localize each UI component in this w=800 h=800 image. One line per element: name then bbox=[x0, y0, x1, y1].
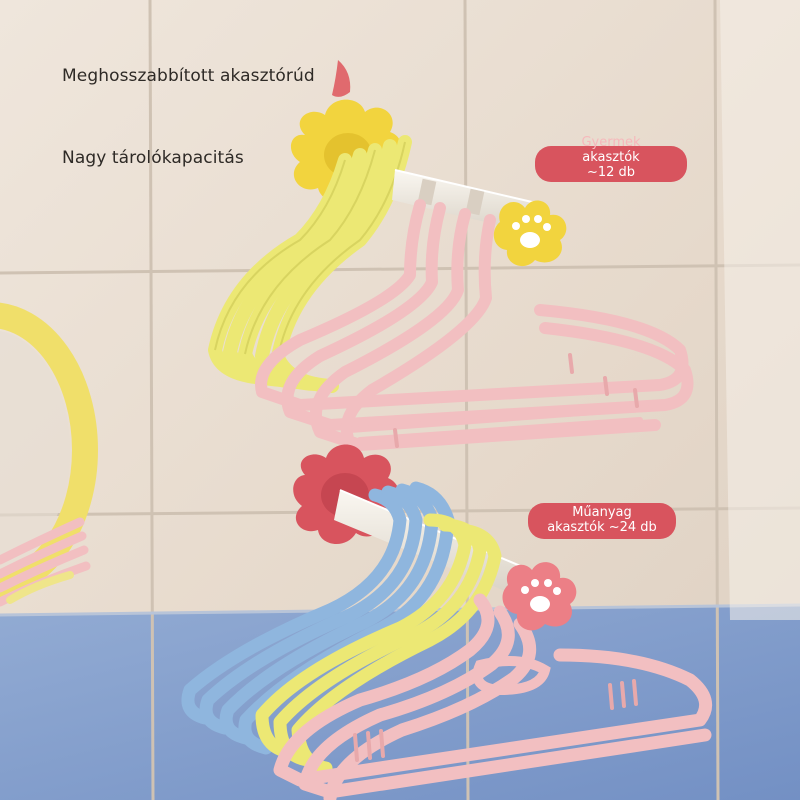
paw-cap-lower bbox=[502, 562, 577, 631]
badge-kids-line1: Gyermek bbox=[581, 135, 641, 150]
badge-kids-line3: ~12 db bbox=[586, 165, 636, 180]
caption-large-capacity: Nagy tárolókapacitás bbox=[62, 148, 244, 168]
pink-hangers-upper bbox=[255, 199, 694, 454]
badge-plastic-line1: Műanyag bbox=[572, 505, 632, 520]
badge-kids-line2: akasztók bbox=[582, 150, 640, 165]
badge-plastic-hangers: Műanyag akasztók ~24 db bbox=[528, 503, 676, 539]
mirror-ring bbox=[0, 302, 98, 598]
pink-hangers-lower bbox=[273, 593, 713, 800]
badge-plastic-line2: akasztók ~24 db bbox=[547, 520, 657, 535]
badge-kids-hangers: Gyermek akasztók ~12 db bbox=[535, 135, 687, 182]
caption-extended-rod: Meghosszabbított akasztórúd bbox=[62, 66, 315, 86]
paw-cap-upper bbox=[493, 200, 567, 267]
